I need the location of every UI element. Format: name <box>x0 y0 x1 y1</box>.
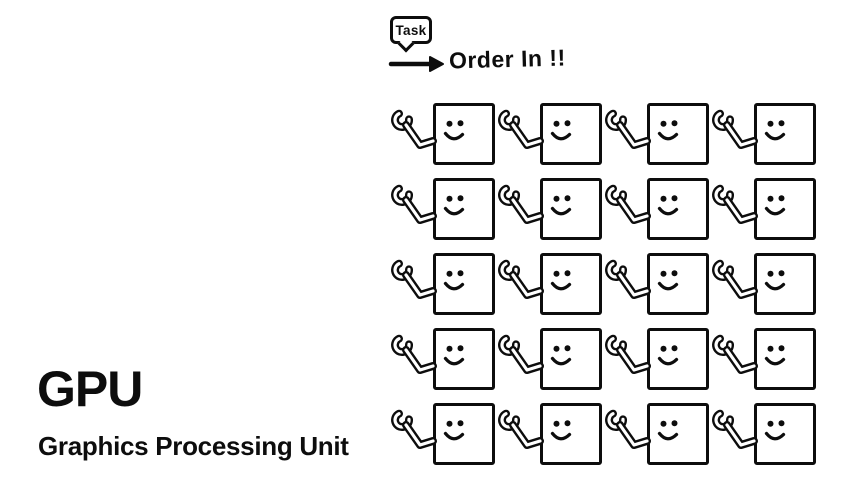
speech-bubble-tail-icon <box>397 35 415 52</box>
wrench-icon <box>712 109 758 149</box>
wrench-icon <box>498 409 544 449</box>
task-bubble-label: Task <box>395 22 427 38</box>
worker-unit <box>712 253 816 315</box>
wrench-icon <box>391 409 437 449</box>
worker-unit <box>391 103 495 165</box>
wrench-icon <box>391 334 437 374</box>
worker-unit <box>498 178 602 240</box>
core-square <box>754 103 816 165</box>
core-square <box>540 328 602 390</box>
wrench-icon <box>391 184 437 224</box>
wrench-icon <box>712 334 758 374</box>
worker-unit <box>712 103 816 165</box>
core-square <box>754 178 816 240</box>
core-square <box>540 103 602 165</box>
core-square <box>647 103 709 165</box>
smiley-face-icon <box>764 270 786 291</box>
smiley-face-icon <box>657 345 679 366</box>
core-square <box>647 403 709 465</box>
wrench-icon <box>498 334 544 374</box>
wrench-icon <box>712 409 758 449</box>
core-square <box>433 103 495 165</box>
smiley-face-icon <box>550 270 572 291</box>
smiley-face-icon <box>550 195 572 216</box>
worker-unit <box>498 328 602 390</box>
smiley-face-icon <box>550 345 572 366</box>
worker-unit <box>498 253 602 315</box>
smiley-face-icon <box>443 120 465 141</box>
smiley-face-icon <box>443 195 465 216</box>
worker-unit <box>605 178 709 240</box>
worker-unit <box>391 253 495 315</box>
worker-unit <box>605 328 709 390</box>
smiley-face-icon <box>657 120 679 141</box>
smiley-face-icon <box>443 420 465 441</box>
smiley-face-icon <box>443 345 465 366</box>
wrench-icon <box>605 184 651 224</box>
worker-unit <box>391 178 495 240</box>
smiley-face-icon <box>550 120 572 141</box>
core-square <box>754 328 816 390</box>
core-square <box>433 328 495 390</box>
wrench-icon <box>498 259 544 299</box>
worker-unit <box>605 403 709 465</box>
smiley-face-icon <box>657 270 679 291</box>
core-square <box>647 178 709 240</box>
smiley-face-icon <box>764 345 786 366</box>
smiley-face-icon <box>764 420 786 441</box>
worker-unit <box>712 403 816 465</box>
worker-unit <box>498 103 602 165</box>
wrench-icon <box>712 259 758 299</box>
worker-unit <box>391 403 495 465</box>
core-square <box>540 178 602 240</box>
wrench-icon <box>391 259 437 299</box>
smiley-face-icon <box>657 195 679 216</box>
smiley-face-icon <box>443 270 465 291</box>
wrench-icon <box>498 184 544 224</box>
smiley-face-icon <box>657 420 679 441</box>
core-square <box>433 403 495 465</box>
smiley-face-icon <box>764 120 786 141</box>
worker-unit <box>712 178 816 240</box>
wrench-icon <box>605 409 651 449</box>
core-square <box>754 253 816 315</box>
core-square <box>433 178 495 240</box>
wrench-icon <box>605 259 651 299</box>
wrench-icon <box>605 334 651 374</box>
worker-unit <box>391 328 495 390</box>
wrench-icon <box>498 109 544 149</box>
worker-grid <box>391 103 816 465</box>
core-square <box>754 403 816 465</box>
order-in-caption: Order In !! <box>448 44 566 74</box>
core-square <box>540 403 602 465</box>
core-square <box>647 253 709 315</box>
core-square <box>647 328 709 390</box>
worker-unit <box>712 328 816 390</box>
wrench-icon <box>712 184 758 224</box>
wrench-icon <box>391 109 437 149</box>
worker-unit <box>605 103 709 165</box>
right-arrow-icon <box>388 56 444 72</box>
worker-unit <box>498 403 602 465</box>
core-square <box>540 253 602 315</box>
page-subtitle: Graphics Processing Unit <box>38 431 349 461</box>
smiley-face-icon <box>764 195 786 216</box>
core-square <box>433 253 495 315</box>
smiley-face-icon <box>550 420 572 441</box>
worker-unit <box>605 253 709 315</box>
wrench-icon <box>605 109 651 149</box>
page-title: GPU <box>37 361 143 417</box>
task-speech-bubble: Task <box>390 16 432 52</box>
